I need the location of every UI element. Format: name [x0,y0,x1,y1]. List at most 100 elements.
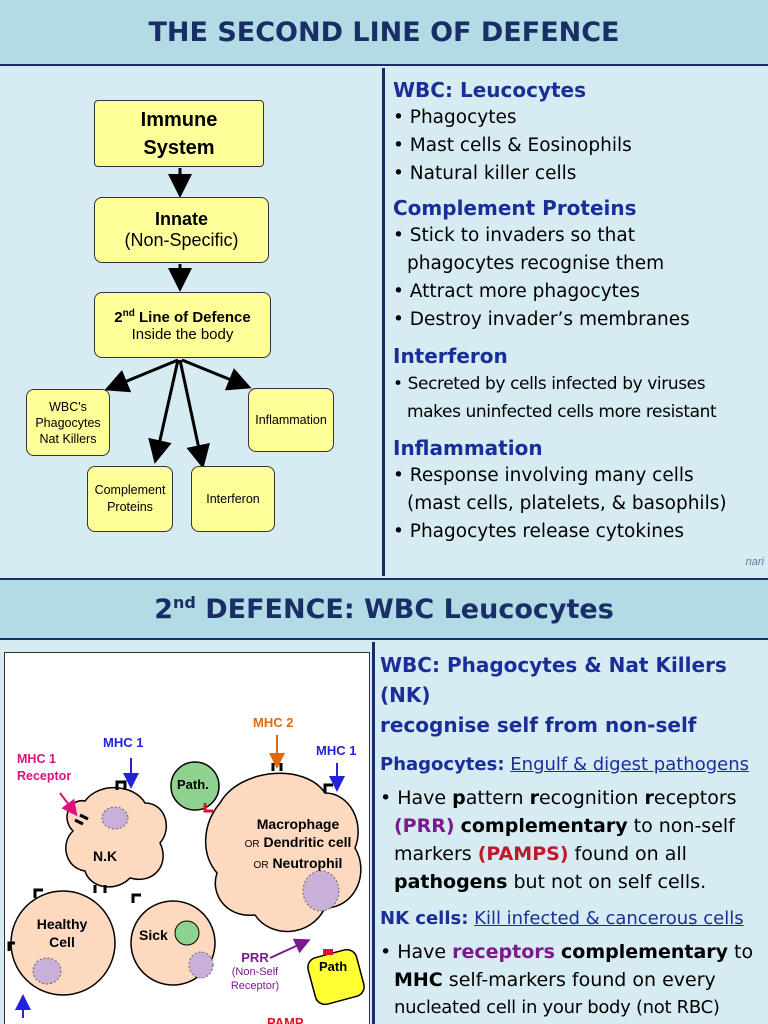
pathogen-top [170,761,220,811]
complement-box: Complement Proteins [87,466,173,532]
interferon-heading: Interferon [393,344,508,368]
bullet-cytokines: • Phagocytes release cytokines [393,521,684,542]
cell-line: Cell [49,934,75,950]
section2-title-num: 2 [154,593,173,625]
mhc-bold: MHC [394,969,443,991]
proteins-label: Proteins [107,500,153,514]
neutrophil-line: OR Neutrophil [233,854,363,875]
nat-killers-label: Nat Killers [39,431,97,446]
recognise-heading-2: recognise self from non-self [380,713,697,737]
found-on-all-text: found on all [568,843,687,865]
neutrophil-text: Neutrophil [272,855,343,871]
phagocytes-label: Phagocytes [35,415,101,430]
r-bold-2: r [644,787,654,809]
macrophage-line: Macrophage [256,816,340,832]
bullet-response: • Response involving many cells [393,465,694,486]
nk-bullet-line2: MHC self-markers found on every [380,966,766,994]
receptor-line: Receptor) [230,980,280,992]
not-self-text: but not on self cells. [507,871,707,893]
innate-box: Innate (Non-Specific) [94,197,269,263]
prr-term: (PRR) [394,815,455,837]
section1-title-text: THE SECOND LINE OF DEFENCE [148,16,620,48]
section2-title-sup: nd [172,592,196,612]
section2-vertical-divider [372,642,375,1024]
section2-title-rest: DEFENCE: WBC Leucocytes [195,593,614,625]
cell-diagram-panel: MHC 1 Receptor MHC 1 MHC 2 MHC 1 Path. N… [4,652,370,1024]
wbc-label: WBC's [49,399,87,414]
prr-bullet-line1: • Have pattern recognition receptors [380,784,766,812]
label-nk: N.K [93,848,118,864]
section1-vertical-divider [382,68,385,576]
bullet-attract: • Attract more phagocytes [393,281,640,302]
have-text: • Have [380,787,453,809]
second-line-sup: nd [122,307,135,319]
markers-text: markers [394,843,478,865]
cell-diagram [7,735,365,1018]
innate-label: Innate [154,209,208,229]
bullet-secreted-cont: makes uninfected cells more resistant [407,402,717,422]
complementary-bold-2: complementary [561,941,729,963]
label-pamp: PAMP [267,1015,304,1024]
bullet-destroy: • Destroy invader’s membranes [393,309,690,330]
immune-system-label: Immune System [140,108,218,159]
wbc-box: WBC's Phagocytes Nat Killers [26,389,110,456]
bullet-nk-cells: • Natural killer cells [393,163,577,184]
credit-text: nari [745,556,764,568]
complementary-bold: complementary [460,815,628,837]
to-text: to [728,941,754,963]
bullet-phagocytes: • Phagocytes [393,107,517,128]
kill-link[interactable]: Kill infected & cancerous cells [474,908,744,929]
pathogen-right [307,948,365,1006]
interferon-label: Interferon [206,492,260,506]
receptors-term: receptors [452,941,555,963]
p-bold: p [452,787,466,809]
nk-line: NK cells: Kill infected & cancerous cell… [380,906,766,932]
engulf-link[interactable]: Engulf & digest pathogens [510,754,750,775]
flowchart-arrows [104,168,252,469]
label-mhc1-right: MHC 1 [316,743,357,758]
label-macrophage: Macrophage OR Dendritic cell OR Neutroph… [233,815,363,875]
nonself-line: (Non-Self [231,966,279,978]
complement-heading: Complement Proteins [393,196,637,220]
dendritic-text: Dendritic cell [263,834,352,850]
nk-cell-shape [65,786,168,888]
label-path-right: Path [319,959,348,974]
non-specific-label: (Non-Specific) [124,230,239,250]
ecognition-text: ecognition [538,787,645,809]
phagocytes-line: Phagocytes: Engulf & digest pathogens [380,752,766,778]
interferon-box: Interferon [191,466,275,532]
label-mhc1-left: MHC 1 [103,735,144,750]
section2-right-text: WBC: Phagocytes & Nat Killers (NK) recog… [380,650,766,1022]
or-2: OR [253,860,269,871]
eceptors-text: eceptors [653,787,737,809]
prr-line: PRR [241,950,269,965]
wbc-leucocytes-heading: WBC: Leucocytes [393,78,587,102]
label-prr: PRR (Non-Self Receptor) [223,951,287,993]
dendritic-line: OR Dendritic cell [233,833,363,854]
section1-right-text: WBC: Leucocytes • Phagocytes • Mast cell… [393,78,765,546]
inflammation-box: Inflammation [248,388,334,452]
label-mhc1-receptor: MHC 1 Receptor [17,751,71,785]
nk-bullet-line3: nucleated cell in your body (not RBC) [394,997,720,1018]
sick-virus [174,920,200,946]
bullet-secreted: • Secreted by cells infected by viruses [393,374,706,394]
nk-cells-label: NK cells: [380,908,469,929]
nk-bullet-line1: • Have receptors complementary to [380,938,766,966]
healthy-line: Healthy [36,916,88,932]
mhc1-receptor-line2: Receptor [17,769,72,783]
label-healthy-cell: Healthy Cell [27,915,97,951]
pamp-marker [323,949,333,955]
to-nonself-text: to non-self [627,815,735,837]
label-mhc2: MHC 2 [253,715,294,730]
second-line-label: 2nd Line of Defence [114,308,250,326]
r-bold-1: r [529,787,539,809]
phagocytes-label: Phagocytes: [380,754,505,775]
pamps-term: (PAMPS) [477,843,569,865]
sick-nucleus [188,951,214,979]
inflammation-heading: Inflammation [393,436,543,460]
bullet-response-cont: (mast cells, platelets, & basophils) [407,493,727,514]
label-path-top: Path. [177,777,209,792]
inflammation-label: Inflammation [255,413,327,427]
pathogens-bold: pathogens [394,871,508,893]
